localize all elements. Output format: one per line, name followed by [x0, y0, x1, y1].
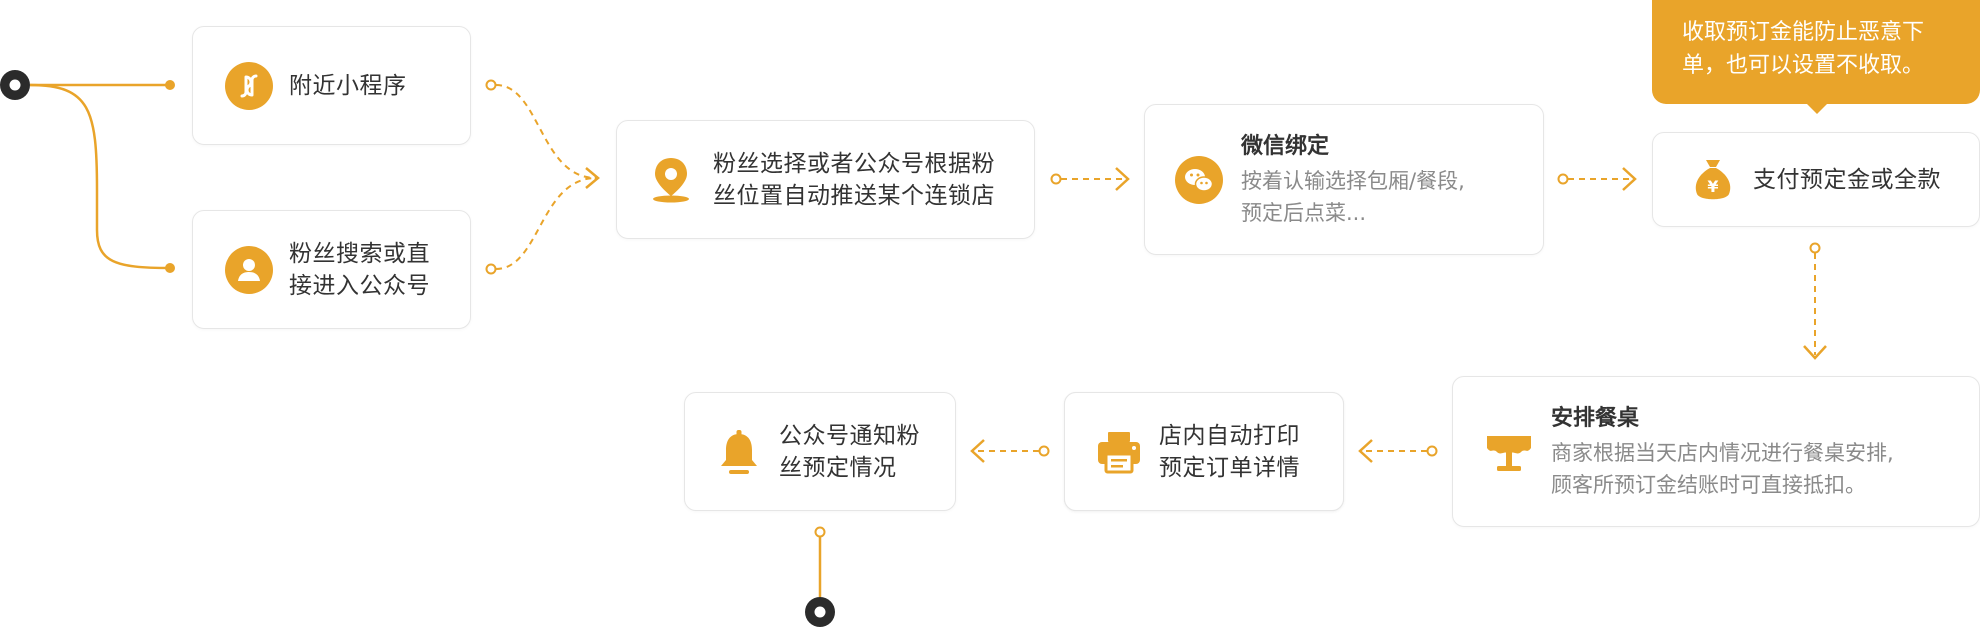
tooltip-pointer: [1806, 103, 1828, 114]
tooltip-line-1: 收取预订金能防止恶意下: [1682, 20, 1925, 45]
user-icon: [225, 245, 273, 294]
node-print-order-body: 店内自动打印 预定订单详情: [1064, 392, 1344, 511]
print-order-line-2: 预定订单详情: [1159, 454, 1300, 481]
notify-line-2: 丝预定情况: [779, 454, 897, 481]
arrow-payment-to-table: [1803, 242, 1827, 360]
node-arrange-table: 安排餐桌 商家根据当天店内情况进行餐桌安排, 顾客所预订金结账时可直接抵扣。: [1452, 376, 1980, 527]
start-branch-bottom: [29, 83, 171, 270]
store-push-line-2: 丝位置自动推送某个连锁店: [713, 182, 995, 209]
wechat-bind-desc-2: 预定后点菜...: [1241, 200, 1367, 225]
merge-connectors: [485, 79, 600, 275]
node-wechat-bind: 微信绑定 按着认输选择包厢/餐段, 预定后点菜...: [1144, 104, 1544, 255]
mini-program-icon: [225, 61, 273, 110]
table-icon: [1485, 428, 1533, 476]
node-search-account: 粉丝搜索或直 接进入公众号: [192, 210, 471, 329]
arrow-wechat-to-payment: [1557, 167, 1637, 191]
node-payment: ¥ 支付预定金或全款: [1652, 132, 1980, 227]
end-node: [805, 597, 835, 627]
wechat-bind-desc-1: 按着认输选择包厢/餐段,: [1241, 168, 1465, 193]
arrange-table-desc-1: 商家根据当天店内情况进行餐桌安排,: [1551, 440, 1894, 465]
arrange-table-title: 安排餐桌: [1551, 405, 1640, 431]
arrow-print-to-notify: [970, 439, 1050, 463]
node-mini-program: 附近小程序: [192, 26, 471, 145]
money-bag-icon: ¥: [1689, 156, 1737, 204]
bell-icon: [715, 428, 763, 476]
tooltip-line-2: 单，也可以设置不收取。: [1682, 53, 1925, 78]
mini-program-label: 附近小程序: [289, 72, 407, 99]
start-node: [0, 70, 30, 100]
location-pin-icon: [647, 156, 695, 204]
node-notify: 公众号通知粉 丝预定情况: [684, 392, 956, 511]
svg-text:¥: ¥: [1707, 177, 1718, 196]
wechat-bind-title: 微信绑定: [1241, 133, 1330, 159]
connector-notify-to-end: [814, 526, 826, 597]
arrow-store-to-wechat: [1050, 167, 1130, 191]
wechat-icon: [1175, 155, 1223, 204]
notify-line-1: 公众号通知粉: [779, 422, 920, 449]
store-push-line-1: 粉丝选择或者公众号根据粉: [713, 150, 995, 177]
search-account-line-2: 接进入公众号: [289, 272, 430, 299]
arrow-table-to-print: [1358, 439, 1438, 463]
payment-label: 支付预定金或全款: [1753, 166, 1941, 193]
node-store-push: 粉丝选择或者公众号根据粉 丝位置自动推送某个连锁店: [616, 120, 1035, 239]
deposit-tooltip: 收取预订金能防止恶意下 单，也可以设置不收取。: [1652, 0, 1980, 104]
print-order-line-1: 店内自动打印: [1159, 422, 1300, 449]
printer-icon: [1095, 428, 1143, 476]
search-account-line-1: 粉丝搜索或直: [289, 240, 430, 267]
arrange-table-desc-2: 顾客所预订金结账时可直接抵扣。: [1551, 472, 1866, 497]
